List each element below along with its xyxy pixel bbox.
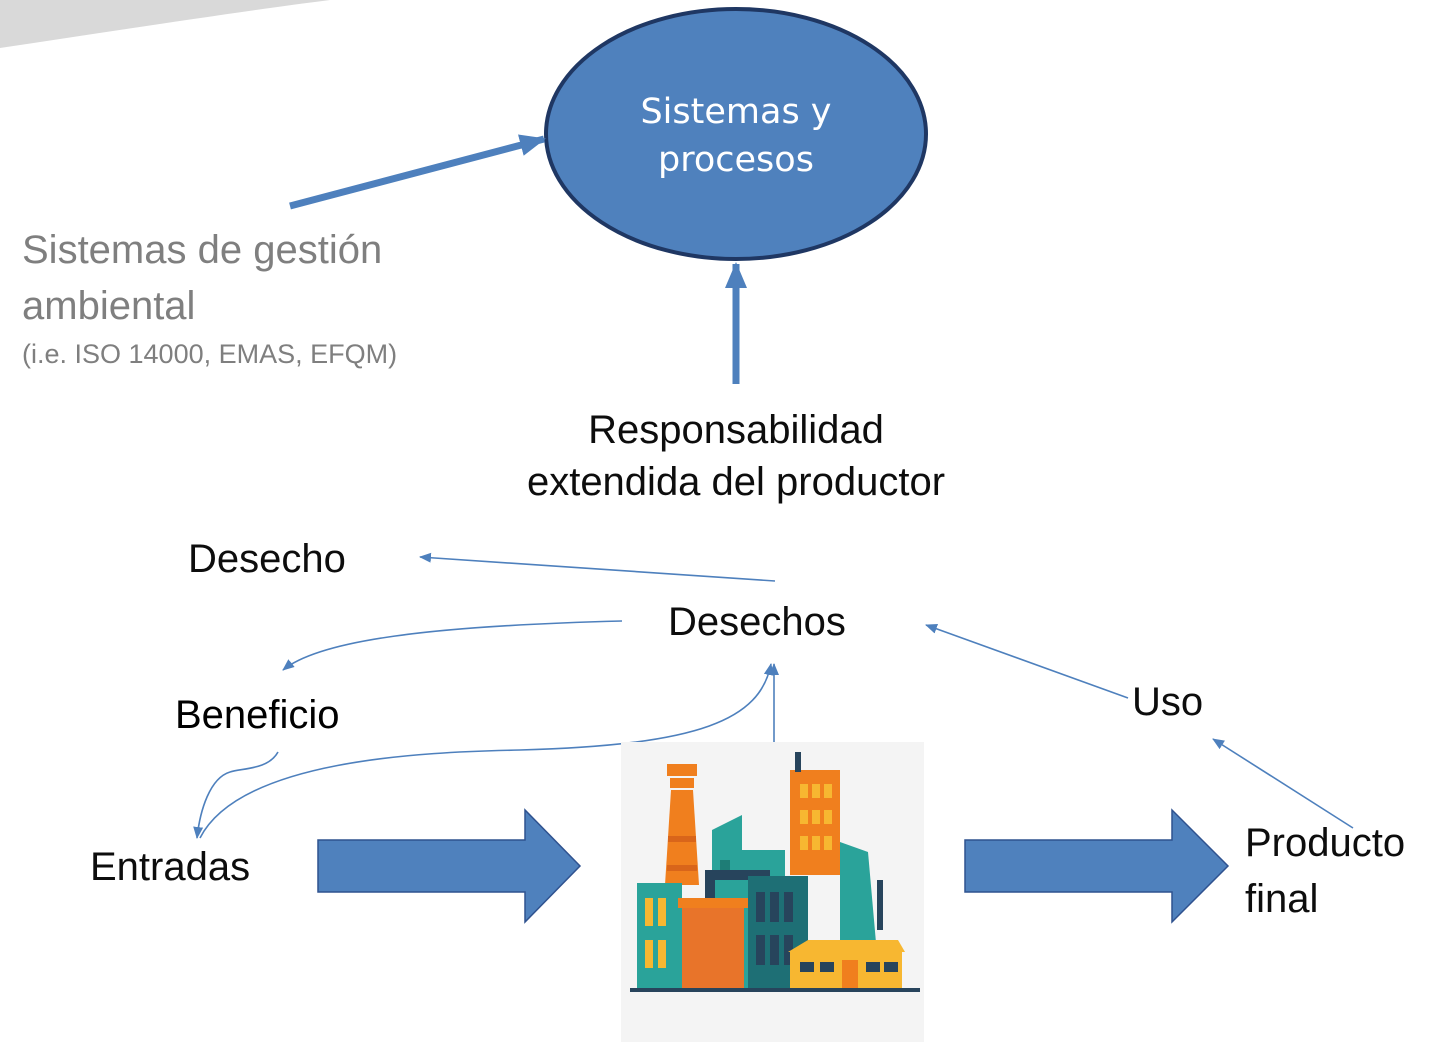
producto-final-line2: final [1245,877,1319,921]
gestion-ambiental-examples: (i.e. ISO 14000, EMAS, EFQM) [22,339,398,369]
arrow-gestion-to-sistemas [289,134,546,210]
gestion-ambiental-line2: ambiental [22,284,196,328]
beneficio-label: Beneficio [175,693,340,737]
arrow-beneficio-to-entradas [193,751,279,839]
responsabilidad-line2: extendida del productor [526,460,946,504]
uso-label: Uso [1132,680,1204,724]
producto-final-label: Producto final [1245,815,1405,927]
arrow-producto-to-uso [1212,738,1354,829]
corner-decoration [0,0,330,48]
block-arrow-entradas-to-factory [317,808,582,924]
gestion-ambiental-line1: Sistemas de gestión [22,228,383,272]
arrow-uso-to-desechos [925,624,1129,699]
desecho-label: Desecho [188,537,346,581]
responsabilidad-label: Responsabilidad extendida del productor [466,404,1006,508]
sistemas-procesos-label: Sistemas y procesos [556,88,916,184]
gestion-ambiental-title: Sistemas de gestión ambiental [22,222,382,334]
arrow-entradas-to-desechos [199,663,774,839]
sistemas-procesos-line2: procesos [658,140,814,180]
arrow-desechos-to-desecho [419,552,776,582]
sistemas-procesos-line1: Sistemas y [640,92,832,132]
producto-final-line1: Producto [1245,821,1406,865]
responsabilidad-line1: Responsabilidad [588,408,884,452]
desechos-label: Desechos [668,600,846,644]
arrow-desechos-to-beneficio [282,620,623,671]
entradas-label: Entradas [90,845,251,889]
block-arrow-factory-to-producto [964,808,1230,924]
factory-icon [621,742,924,1042]
sistemas-procesos-ellipse [544,7,928,261]
